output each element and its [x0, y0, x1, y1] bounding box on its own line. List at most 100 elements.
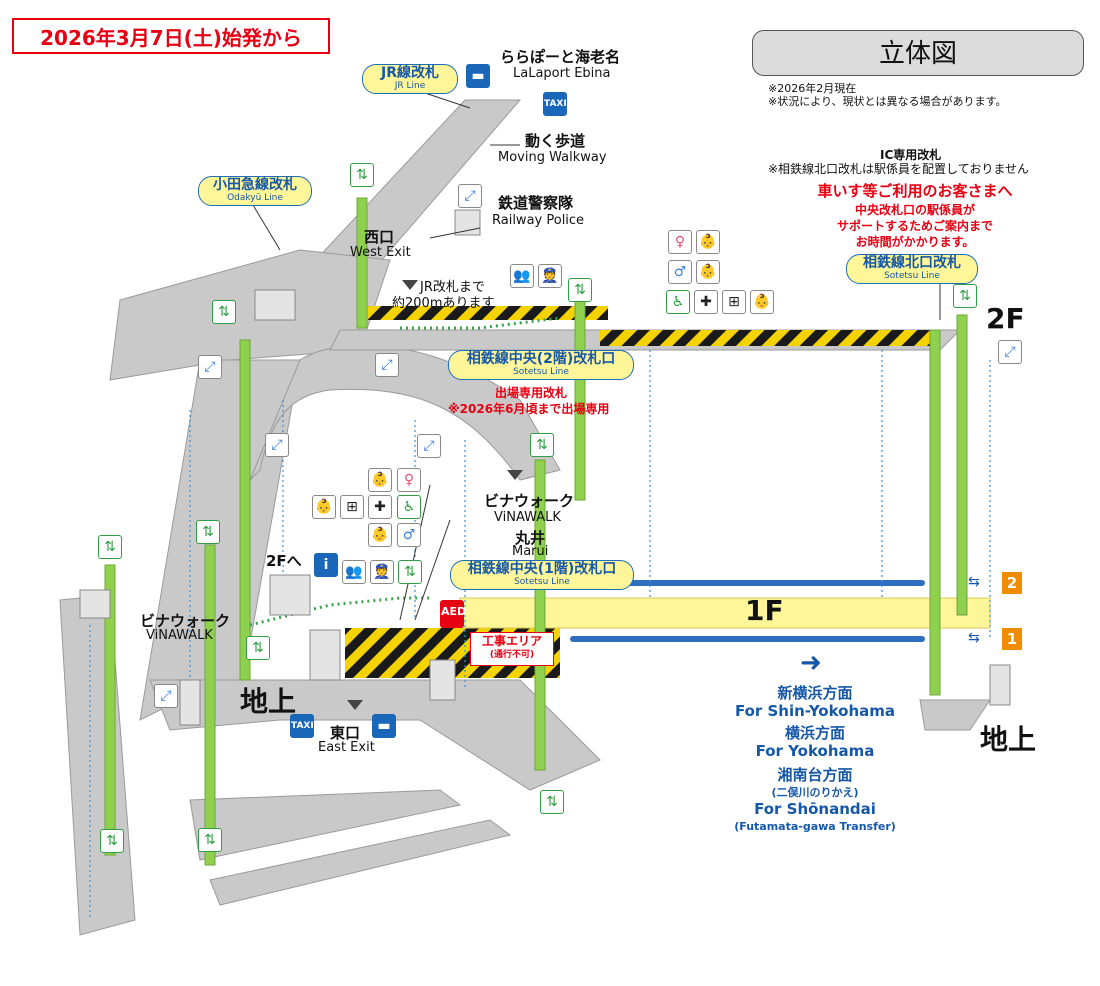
elevator-icon: ⇅: [398, 560, 422, 584]
exit-only-note: ※2026年6月頃まで出場専用: [448, 402, 610, 416]
ic-gate-label: IC専用改札: [880, 148, 942, 162]
elevator-icon: ⇅: [530, 433, 554, 457]
sotetsu-1f-gate-label: 相鉄線中央(1階)改札口 Sotetsu Line: [450, 560, 634, 590]
elevator-icon: ⇅: [98, 535, 122, 559]
lalaport-label: ららぽーと海老名: [500, 48, 621, 66]
marui-label-en: Marui: [512, 544, 549, 559]
sotetsu-north-gate-en: Sotetsu Line: [884, 271, 940, 281]
elevator-icon: ⇅: [540, 790, 564, 814]
elevator-icon: ⇅: [198, 828, 222, 852]
direction-shin-yokohama: 新横浜方面: [777, 684, 853, 702]
west-exit-label-en: West Exit: [350, 245, 411, 260]
wheelchair-line-1: 中央改札口の駅係員が: [854, 203, 975, 217]
elevator-icon: ⇅: [568, 278, 592, 302]
bus-icon: ▬: [372, 714, 396, 738]
odakyu-gate-jp: 小田急線改札: [213, 177, 297, 193]
moving-walkway-label: 動く歩道: [525, 132, 586, 150]
ostomate-icon: ✚: [694, 290, 718, 314]
ground-arrows: [347, 280, 523, 710]
sotetsu-1f-gate-jp: 相鉄線中央(1階)改札口: [467, 561, 617, 577]
dotted-connectors: [89, 350, 991, 920]
escalator-icon: ⤢: [198, 355, 222, 379]
note-status: ※状況により、現状とは異なる場合があります。: [768, 95, 1007, 108]
vinawalk-label-en: ViNAWALK: [494, 510, 561, 525]
ground-right: [919, 699, 991, 731]
walking-routes: [249, 316, 561, 627]
construction-label: 工事エリア: [481, 634, 542, 648]
floor-slabs: [59, 99, 991, 936]
baby-icon: 👶: [368, 523, 392, 547]
toilet-women-icon: ♀: [668, 230, 692, 254]
bus-icon: ▬: [466, 64, 490, 88]
hazard-2f-right: [600, 330, 930, 346]
direction-shonandai: 湘南台方面: [777, 766, 853, 784]
direction-shonandai-en: For Shōnandai: [754, 800, 876, 818]
info-icon: i: [314, 553, 338, 577]
ground-road-2: [209, 819, 512, 906]
sotetsu-2f-gate-en: Sotetsu Line: [513, 367, 569, 377]
escalator-icon: ⤢: [998, 340, 1022, 364]
elevator-icon: ⇅: [100, 829, 124, 853]
track-1-line: [570, 636, 925, 642]
wheelchair-line-3: お時間がかかります。: [855, 235, 975, 249]
wheelchair-line-2: サポートするためご案内まで: [836, 219, 993, 233]
baby-icon: 👶: [750, 290, 774, 314]
accessible-toilet-icon: ♿: [397, 495, 421, 519]
hazard-2f-left: [368, 306, 608, 320]
note-date: ※2026年2月現在: [768, 82, 857, 95]
moving-walkway-label-en: Moving Walkway: [498, 150, 607, 165]
sotetsu-north-gate-jp: 相鉄線北口改札: [863, 255, 961, 271]
odakyu-gate-en: Odakyū Line: [227, 193, 283, 203]
baby-icon: 👶: [368, 468, 392, 492]
toilet-men-icon: ♂: [668, 260, 692, 284]
jr-gate-en: JR Line: [394, 81, 426, 91]
elevator-icon: ⇅: [212, 300, 236, 324]
marui-label: 丸井: [515, 529, 546, 547]
escalator-icon: ⤢: [417, 434, 441, 458]
ground-left-strip: [59, 594, 136, 936]
vinawalk-left-label-en: ViNAWALK: [146, 628, 213, 643]
level-1f-label: 1F: [745, 594, 784, 627]
jr-distance-note: JR改札まで: [420, 280, 485, 295]
odakyu-gate-label: 小田急線改札 Odakyū Line: [198, 176, 312, 206]
sotetsu-north-gate-label: 相鉄線北口改札 Sotetsu Line: [846, 254, 978, 284]
track-2-line: [570, 580, 925, 586]
escalator-icon: ⤢: [375, 353, 399, 377]
construction-sublabel: (通行不可): [489, 650, 535, 660]
east-exit-label: 東口: [330, 724, 361, 742]
info-icon: 👥: [510, 264, 534, 288]
police-icon: 👮: [538, 264, 562, 288]
stairs: [79, 209, 1011, 726]
railway-police-label-en: Railway Police: [492, 213, 585, 228]
escalator-icon: ⤢: [265, 433, 289, 457]
aed-icon: AED: [440, 600, 466, 628]
taxi-icon: TAXI: [290, 714, 314, 738]
ostomate-icon: ✚: [368, 495, 392, 519]
direction-shonandai-en-sub: (Futamata-gawa Transfer): [734, 820, 896, 833]
police-icon: 👮: [370, 560, 394, 584]
baby-icon: 👶: [696, 230, 720, 254]
ground-level-left: 地上: [240, 685, 297, 718]
jr-gate-jp: JR線改札: [381, 65, 439, 81]
map-title: 立体図: [752, 30, 1084, 76]
jr-gate-label: JR線改札 JR Line: [362, 64, 458, 94]
track-1-number: 1: [1002, 628, 1022, 650]
elevator-icon: ⇅: [350, 163, 374, 187]
sotetsu-1f-gate-en: Sotetsu Line: [514, 577, 570, 587]
west-exit-label: 西口: [364, 228, 395, 246]
ground-deck: [149, 679, 601, 791]
accessible-toilet-icon: ♿: [666, 290, 690, 314]
diaper-icon: ⊞: [340, 495, 364, 519]
lalaport-label-en: LaLaport Ebina: [513, 66, 611, 81]
jr-distance-note-2: 約200mあります: [392, 296, 495, 311]
railway-police-label: 鉄道警察隊: [498, 194, 574, 212]
vinawalk-left-label: ビナウォーク: [140, 612, 231, 630]
toilet-men-icon: ♂: [397, 523, 421, 547]
construction-area-box: 工事エリア (通行不可): [470, 632, 554, 666]
ground-road-1: [189, 789, 462, 861]
elevator-icon: ⇅: [196, 520, 220, 544]
east-exit-label-en: East Exit: [318, 740, 375, 755]
level-2f-label: 2F: [986, 302, 1025, 335]
track-2-number: 2: [1002, 572, 1022, 594]
